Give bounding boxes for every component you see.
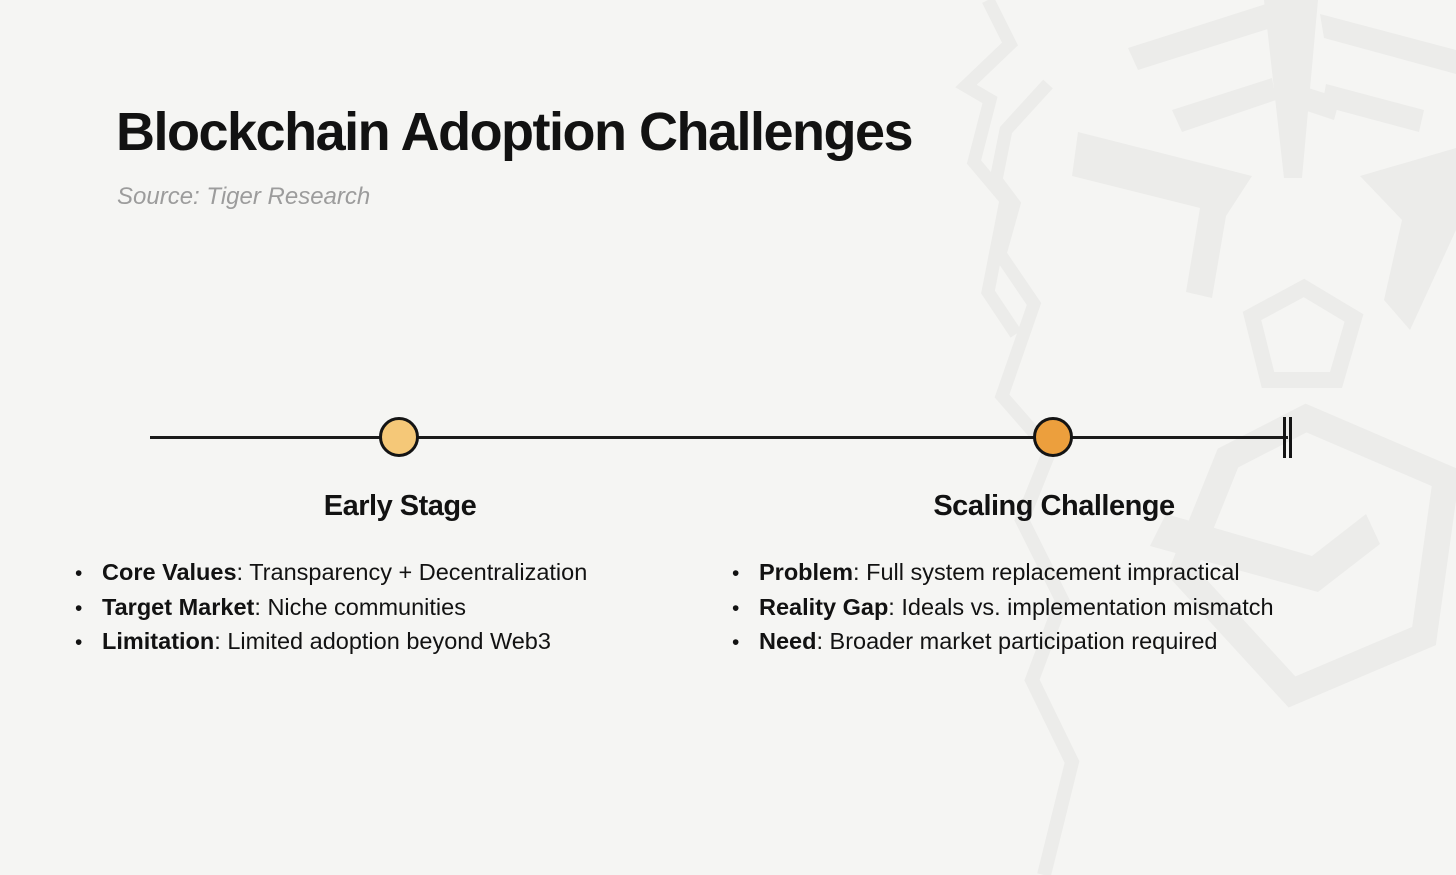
page-title: Blockchain Adoption Challenges (116, 102, 914, 162)
item-separator: : (254, 593, 268, 620)
timeline-end-marker-icon (1283, 417, 1293, 458)
item-term: Target Market (102, 593, 255, 620)
timeline-line (150, 436, 1288, 439)
item-separator: : (853, 559, 867, 585)
item-separator: : (236, 559, 250, 585)
item-term: Need (759, 628, 817, 654)
bullet-icon: • (75, 562, 83, 585)
item-term: Problem (759, 559, 854, 585)
item-desc: Transparency + Decentralization (249, 559, 588, 585)
bullet-icon: • (732, 596, 740, 620)
scaling-challenge-list: • Problem: Full system replacement imprac… (732, 556, 1274, 660)
item-separator: : (816, 628, 830, 654)
source-caption: Source: Tiger Research (117, 183, 371, 210)
item-desc: Niche communities (267, 593, 466, 620)
list-item-limitation: • Limitation: Limited adoption beyond Web… (75, 625, 587, 660)
bullet-icon: • (732, 631, 740, 654)
early-stage-list: • Core Values: Transparency + Decentraliz… (75, 556, 587, 660)
list-item-core-values: • Core Values: Transparency + Decentraliz… (75, 556, 587, 591)
bullet-icon: • (732, 562, 740, 585)
item-term: Core Values (102, 559, 237, 585)
stage-label-early-stage: Early Stage (323, 490, 477, 522)
item-separator: : (214, 628, 228, 654)
item-desc: Limited adoption beyond Web3 (227, 628, 551, 654)
item-desc: Full system replacement impractical (866, 559, 1240, 585)
stage-label-scaling-challenge: Scaling Challenge (933, 490, 1175, 522)
list-item-target-market: • Target Market: Niche communities (75, 591, 587, 626)
timeline-dot-scaling-challenge (1033, 417, 1073, 457)
bullet-icon: • (75, 596, 83, 620)
item-term: Limitation (102, 628, 215, 654)
bullet-icon: • (75, 631, 83, 654)
item-desc: Broader market participation required (829, 628, 1218, 654)
list-item-reality-gap: • Reality Gap: Ideals vs. implementation … (732, 591, 1274, 626)
item-desc: Ideals vs. implementation mismatch (901, 593, 1274, 620)
item-separator: : (888, 593, 902, 620)
item-term: Reality Gap (759, 593, 889, 620)
timeline-dot-early-stage (379, 417, 419, 457)
list-item-problem: • Problem: Full system replacement imprac… (732, 556, 1274, 591)
list-item-need: • Need: Broader market participation requ… (732, 625, 1274, 660)
